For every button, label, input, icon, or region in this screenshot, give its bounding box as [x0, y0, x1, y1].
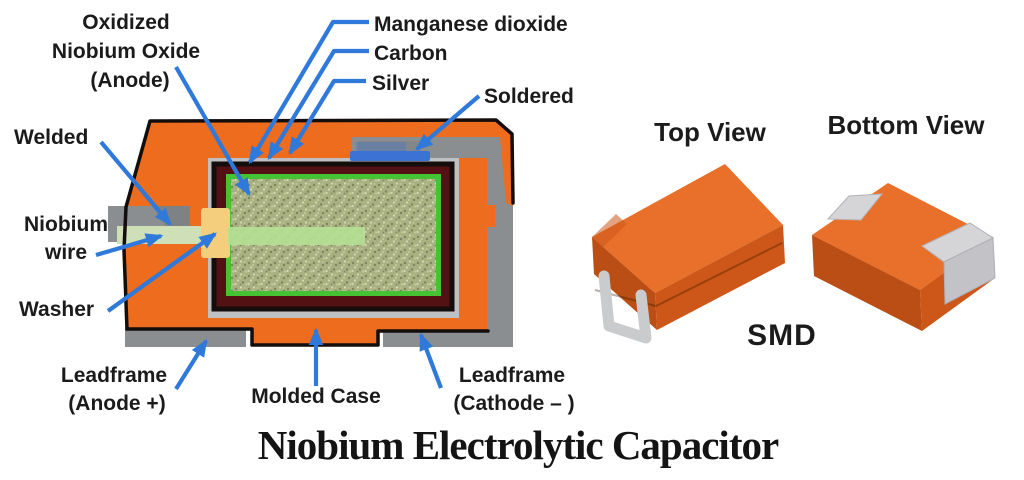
- topview-top-face: [592, 164, 783, 293]
- topview-front-face: [655, 225, 785, 330]
- soldered-arrow: [415, 94, 481, 151]
- topview-chamfer: [592, 214, 627, 247]
- niobium-wire-outer-shape: [117, 226, 207, 244]
- topview-seam: [594, 242, 783, 308]
- niobium-wire-arrow: [95, 233, 164, 258]
- top-view-label: Top View: [654, 117, 766, 147]
- smd-label: SMD: [747, 319, 817, 352]
- niobium-wire-label-line2: wire: [44, 241, 87, 264]
- silver-arrow: [288, 78, 366, 156]
- manganese-label: Manganese dioxide: [374, 13, 568, 36]
- view-labels: Top View Bottom View SMD: [654, 110, 985, 352]
- carbon-arrow: [267, 48, 369, 161]
- callout-arrows: [95, 19, 481, 391]
- leadframe-cathode-label-line1: Leadframe: [459, 364, 565, 387]
- oxidized-label-line2: Niobium Oxide: [52, 40, 200, 63]
- solder-shape: [350, 151, 430, 161]
- bottomview-cathode-pad-side: [943, 237, 996, 305]
- anode-leadframe-foot: [125, 329, 246, 347]
- leadframe-anode-label-line2: (Anode +): [68, 392, 165, 415]
- carbon-label: Carbon: [374, 42, 448, 65]
- washer-label: Washer: [19, 298, 94, 321]
- leadframe-anode-label-line1: Leadframe: [61, 364, 167, 387]
- welded-arrow: [99, 140, 172, 226]
- cathode-band-shade: [358, 141, 420, 152]
- cross-section: [108, 118, 515, 347]
- leadframe-cathode-arrow: [419, 332, 443, 389]
- washer-arrow: [106, 232, 218, 313]
- molded-case-label: Molded Case: [251, 385, 381, 408]
- bottomview-left-face: [812, 235, 922, 331]
- bottom-view-3d: [812, 183, 996, 331]
- niobium-wire-inner-shape: [228, 227, 365, 245]
- welded-label: Welded: [14, 126, 88, 149]
- bottom-view-label: Bottom View: [828, 110, 986, 140]
- bottomview-anode-pad: [826, 193, 884, 221]
- silver-label: Silver: [372, 72, 429, 95]
- callout-labels: Oxidized Niobium Oxide (Anode) Manganese…: [14, 11, 575, 415]
- case-outline: [122, 118, 515, 331]
- oxidized-label-line3: (Anode): [90, 69, 169, 92]
- soldered-label: Soldered: [484, 85, 574, 108]
- oxidized-anode-arrow: [174, 65, 251, 197]
- niobium-wire-label-line1: Niobium: [24, 213, 108, 236]
- manganese-arrow: [248, 19, 369, 165]
- topview-lead-clip: [598, 270, 652, 344]
- solder-shade: [356, 142, 406, 151]
- leadframe-cathode-label-line2: (Cathode – ): [453, 392, 574, 415]
- washer-shape: [201, 208, 230, 258]
- leadframe-anode-arrow: [174, 338, 208, 391]
- page-title: Niobium Electrolytic Capacitor: [258, 422, 779, 468]
- oxidized-label-line1: Oxidized: [82, 11, 170, 34]
- top-view-3d: [592, 164, 785, 344]
